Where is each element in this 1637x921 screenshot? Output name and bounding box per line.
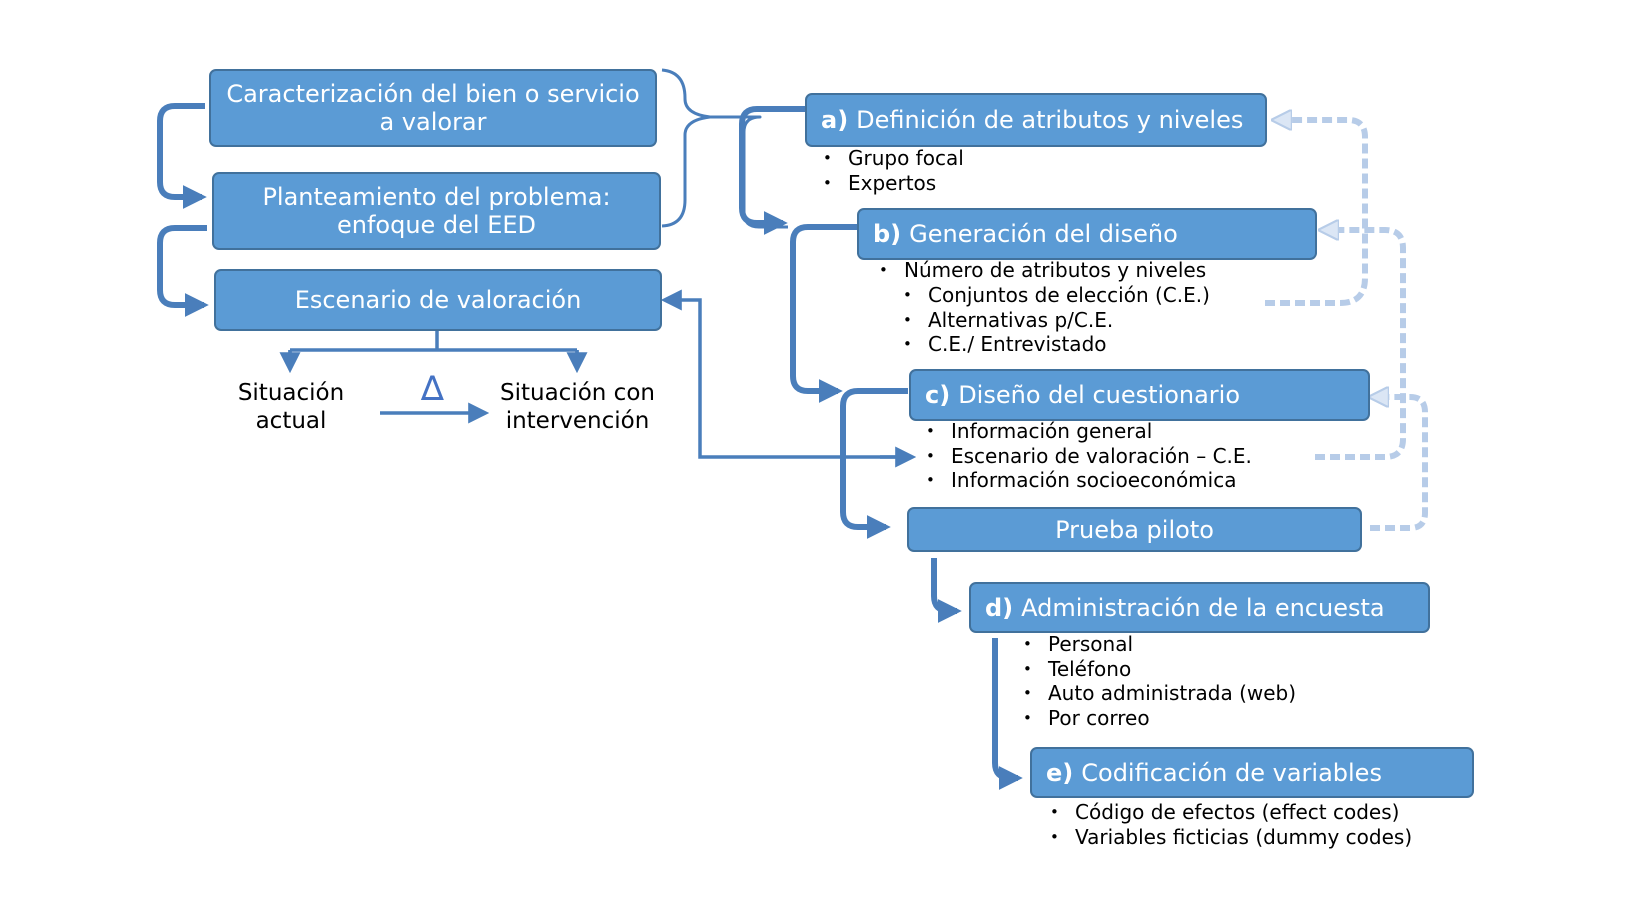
- piloto-label: Prueba piloto: [1055, 515, 1214, 544]
- list-item: Escenario de valoración – C.E.: [926, 444, 1252, 469]
- arrow-a-b: [739, 106, 807, 235]
- arrow-caracterizacion-planteamiento: [157, 103, 207, 209]
- arrow-planteamiento-escenario: [157, 225, 209, 317]
- escenario-label: Escenario de valoración: [294, 286, 582, 314]
- step-e-title: Codificación de variables: [1081, 758, 1382, 787]
- box-step-d: d) Administración de la encuesta: [969, 582, 1430, 633]
- list-step-a: Grupo focal Expertos: [823, 146, 964, 195]
- box-step-b: b) Generación del diseño: [857, 208, 1317, 260]
- list-item: Auto administrada (web): [1023, 681, 1296, 706]
- box-step-e: e) Codificación de variables: [1030, 747, 1474, 798]
- box-caracterizacion: Caracterización del bien o servicio a va…: [209, 69, 657, 147]
- list-step-d: Personal Teléfono Auto administrada (web…: [1023, 632, 1296, 730]
- planteamiento-label: Planteamiento del problema: enfoque del …: [262, 183, 611, 239]
- arrow-piloto-d: [931, 558, 962, 623]
- list-item: Número de atributos y niveles: [879, 258, 1206, 283]
- arrow-escenario-split: [288, 330, 579, 366]
- step-c-title: Diseño del cuestionario: [958, 381, 1241, 409]
- arrow-b-c: [790, 224, 858, 403]
- box-step-a: a) Definición de atributos y niveles: [805, 93, 1267, 147]
- feedback-c-b: [1315, 230, 1406, 460]
- list-item: Información general: [926, 419, 1252, 444]
- box-prueba-piloto: Prueba piloto: [907, 507, 1362, 552]
- arrow-escenario-link: [660, 289, 912, 459]
- list-step-e: Código de efectos (effect codes) Variabl…: [1050, 800, 1412, 849]
- list-item: C.E./ Entrevistado: [903, 332, 1210, 357]
- feedback-piloto-c: [1370, 397, 1428, 531]
- list-item: Alternativas p/C.E.: [903, 308, 1210, 333]
- step-c-letter: c): [925, 381, 951, 409]
- list-item: Información socioeconómica: [926, 468, 1252, 493]
- step-b-letter: b): [873, 220, 902, 248]
- brace-right: [661, 68, 712, 228]
- list-item: Personal: [1023, 632, 1296, 657]
- list-item: Teléfono: [1023, 657, 1296, 682]
- delta-symbol: ∆: [421, 369, 444, 409]
- caracterizacion-label: Caracterización del bien o servicio a va…: [226, 80, 640, 136]
- arrow-d-e: [992, 638, 1023, 790]
- situacion-actual: Situación actual: [237, 380, 345, 434]
- list-item: Conjuntos de elección (C.E.): [903, 283, 1210, 308]
- arrow-brace-a: [710, 115, 788, 229]
- list-step-b: Número de atributos y niveles: [879, 258, 1206, 283]
- step-b-title: Generación del diseño: [909, 220, 1178, 248]
- list-item: Grupo focal: [823, 146, 964, 171]
- step-a-letter: a): [821, 106, 849, 134]
- step-d-letter: d): [985, 593, 1014, 622]
- list-item: Expertos: [823, 171, 964, 196]
- feedback-b-a: [1265, 120, 1368, 306]
- list-item: Por correo: [1023, 706, 1296, 731]
- arrow-c-piloto: [840, 388, 908, 539]
- step-e-letter: e): [1046, 758, 1074, 787]
- box-escenario: Escenario de valoración: [214, 269, 662, 331]
- box-planteamiento: Planteamiento del problema: enfoque del …: [212, 172, 661, 250]
- box-step-c: c) Diseño del cuestionario: [909, 369, 1370, 421]
- list-step-c: Información general Escenario de valorac…: [926, 419, 1252, 493]
- step-d-title: Administración de la encuesta: [1021, 593, 1385, 622]
- situacion-con: Situación con intervención: [500, 380, 655, 434]
- list-item: Variables ficticias (dummy codes): [1050, 825, 1412, 850]
- step-a-title: Definición de atributos y niveles: [856, 106, 1244, 134]
- list-item: Código de efectos (effect codes): [1050, 800, 1412, 825]
- list-step-b-sub: Conjuntos de elección (C.E.) Alternativa…: [903, 283, 1210, 357]
